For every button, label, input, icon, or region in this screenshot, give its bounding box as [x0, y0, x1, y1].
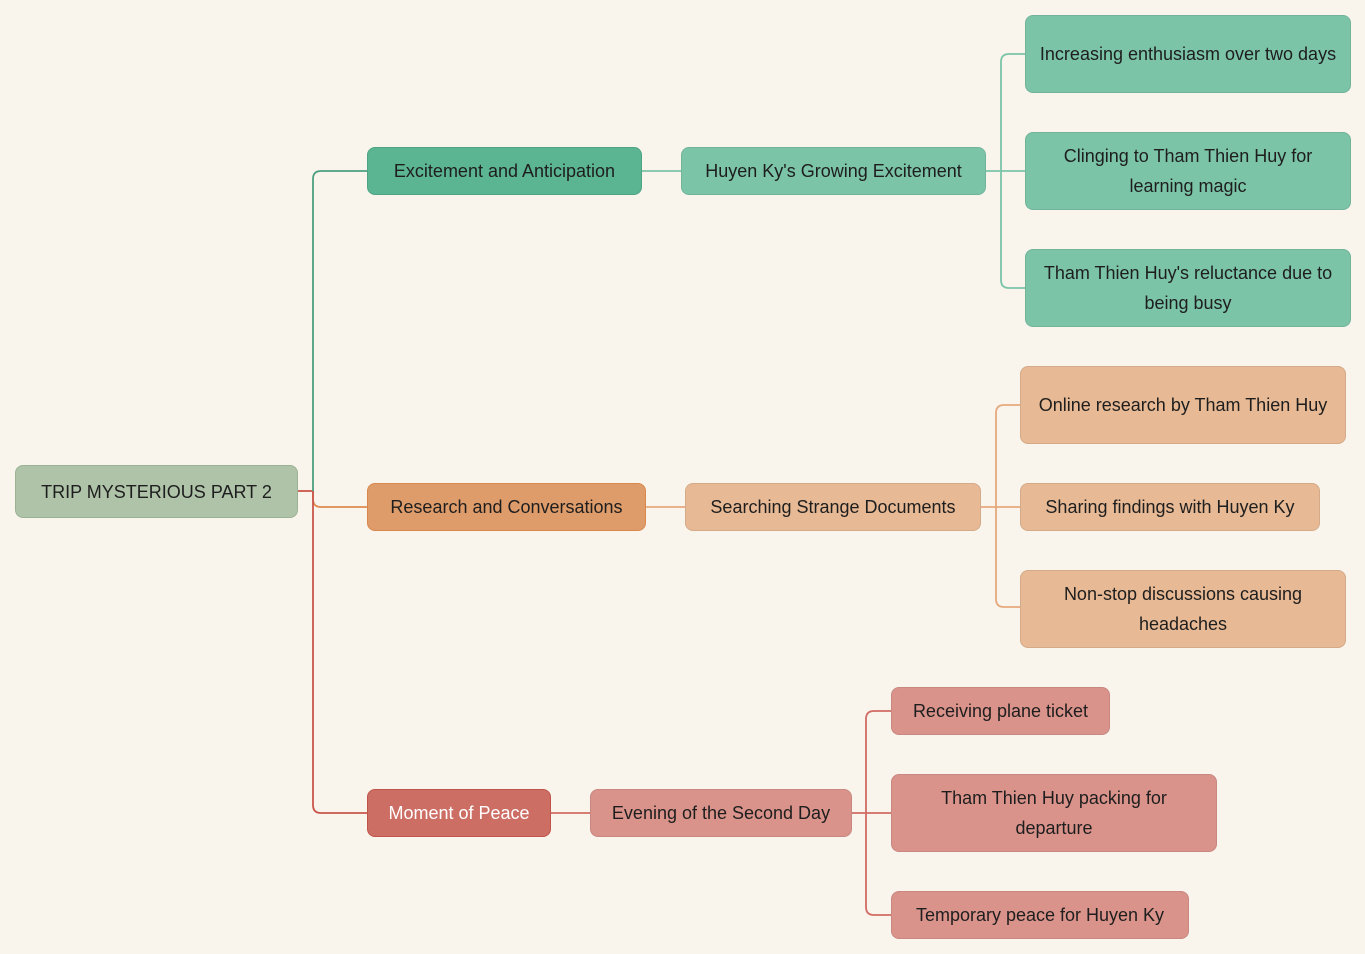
- subtopic-evening-second-day[interactable]: Evening of the Second Day: [590, 789, 852, 837]
- leaf-clinging-learning-magic[interactable]: Clinging to Tham Thien Huy for learning …: [1025, 132, 1351, 210]
- subtopic-growing-excitement[interactable]: Huyen Ky's Growing Excitement: [681, 147, 986, 195]
- branch-research-and-conversations[interactable]: Research and Conversations: [367, 483, 646, 531]
- leaf-temporary-peace[interactable]: Temporary peace for Huyen Ky: [891, 891, 1189, 939]
- leaf-nonstop-discussions[interactable]: Non-stop discussions causing headaches: [1020, 570, 1346, 648]
- connector-research-leaves: [981, 404, 1020, 608]
- connector-branch-peace: [312, 491, 367, 814]
- branch-moment-of-peace[interactable]: Moment of Peace: [367, 789, 551, 837]
- connector-branch-research: [312, 491, 367, 508]
- connector-branch-excitement: [312, 170, 367, 491]
- connector-excitement-leaves: [986, 53, 1025, 289]
- branch-excitement-and-anticipation[interactable]: Excitement and Anticipation: [367, 147, 642, 195]
- leaf-increasing-enthusiasm[interactable]: Increasing enthusiasm over two days: [1025, 15, 1351, 93]
- leaf-reluctance-busy[interactable]: Tham Thien Huy's reluctance due to being…: [1025, 249, 1351, 327]
- root-node[interactable]: TRIP MYSTERIOUS PART 2: [15, 465, 298, 518]
- leaf-receiving-plane-ticket[interactable]: Receiving plane ticket: [891, 687, 1110, 735]
- connector-peace-leaves: [852, 710, 891, 916]
- leaf-online-research[interactable]: Online research by Tham Thien Huy: [1020, 366, 1346, 444]
- leaf-sharing-findings[interactable]: Sharing findings with Huyen Ky: [1020, 483, 1320, 531]
- subtopic-searching-documents[interactable]: Searching Strange Documents: [685, 483, 981, 531]
- leaf-packing-for-departure[interactable]: Tham Thien Huy packing for departure: [891, 774, 1217, 852]
